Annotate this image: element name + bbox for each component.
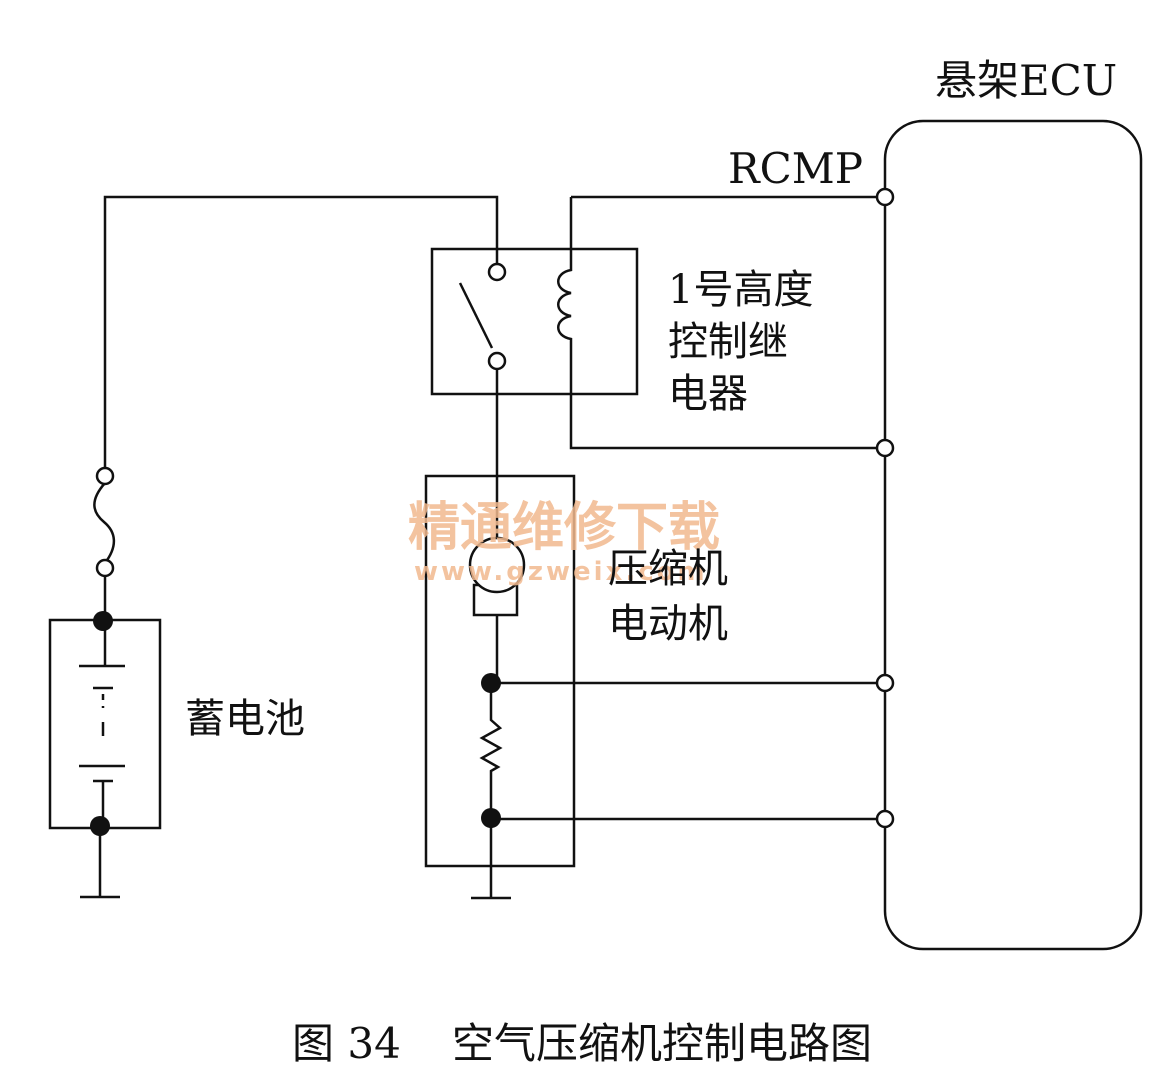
wire-battery-to-relay xyxy=(103,195,499,476)
watermark-text: 精通维修下载 xyxy=(408,498,720,558)
motor-symbol xyxy=(468,536,526,594)
ecu-terminal xyxy=(875,809,895,829)
junction-dot xyxy=(481,673,501,693)
motor-label-line2: 电动机 xyxy=(608,601,728,647)
junction-dot xyxy=(93,611,113,631)
junction-dot xyxy=(90,816,110,836)
battery-label: 蓄电池 xyxy=(185,696,305,742)
ecu-box xyxy=(883,119,1143,951)
motor-label-line1: 压缩机 xyxy=(608,546,728,592)
terminal-open xyxy=(487,351,507,371)
ecu-terminal xyxy=(875,187,895,207)
relay-coil xyxy=(557,197,885,450)
fuse xyxy=(93,482,116,564)
terminal-open xyxy=(95,466,115,486)
ecu-terminal xyxy=(875,438,895,458)
resistor xyxy=(479,683,503,820)
relay-box xyxy=(430,247,639,396)
relay-switch-arm xyxy=(458,282,494,349)
terminal-open xyxy=(487,262,507,282)
caption-number: 图 34 xyxy=(292,1019,401,1068)
watermark-url: www.gzweix.com xyxy=(414,557,708,587)
rcmp-label: RCMP xyxy=(728,144,863,193)
ecu-label: 悬架ECU xyxy=(935,56,1117,105)
relay-label-line1: 1号高度 xyxy=(668,267,813,313)
caption-title: 空气压缩机控制电路图 xyxy=(452,1019,872,1068)
relay-label-line3: 电器 xyxy=(668,371,748,417)
motor-box xyxy=(424,474,576,868)
ecu-terminal xyxy=(875,673,895,693)
relay-label-line2: 控制继 xyxy=(668,319,788,365)
terminal-open xyxy=(95,558,115,578)
junction-dot xyxy=(481,808,501,828)
